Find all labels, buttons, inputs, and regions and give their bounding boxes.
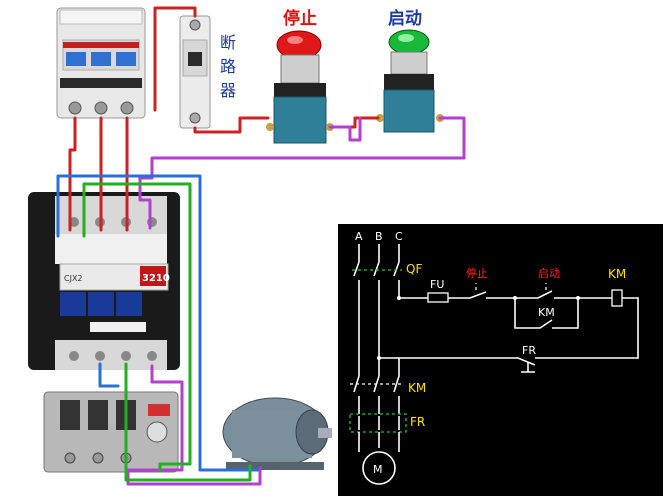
- qf-label: QF: [406, 262, 422, 276]
- phase-c-label: C: [395, 230, 403, 243]
- contactor-model: 3210: [142, 273, 170, 284]
- start-label: 启动: [388, 8, 422, 29]
- fu-label: FU: [430, 278, 444, 291]
- stop-label: 停止: [283, 8, 317, 29]
- phase-a-label: A: [355, 230, 363, 243]
- motor-label: M: [373, 463, 383, 476]
- thermal-relay: [43, 391, 179, 473]
- stop-button[interactable]: [266, 30, 334, 144]
- km-main-label: KM: [408, 381, 426, 395]
- stop-schematic-label: 停止: [466, 266, 488, 280]
- contactor-brand: CJX2: [64, 274, 83, 283]
- breaker-label: 断 路 器: [220, 33, 241, 100]
- wires: [56, 6, 466, 486]
- start-schematic-label: 启动: [538, 267, 560, 280]
- phase-b-label: B: [375, 230, 383, 243]
- single-pole-breaker: [179, 15, 211, 129]
- three-pole-breaker: [56, 7, 146, 119]
- km-coil-label: KM: [608, 267, 626, 281]
- contactor: CJX2 3210: [28, 192, 180, 370]
- schematic-panel: A B C QF FU 停止 启动 KM KM FR: [338, 224, 663, 496]
- km-aux-label: KM: [538, 306, 555, 319]
- fr-bottom-label: FR: [410, 415, 425, 429]
- motor-icon: [222, 397, 332, 470]
- start-button[interactable]: [376, 29, 444, 133]
- fr-top-label: FR: [522, 344, 536, 357]
- motor-symbol: [362, 451, 396, 485]
